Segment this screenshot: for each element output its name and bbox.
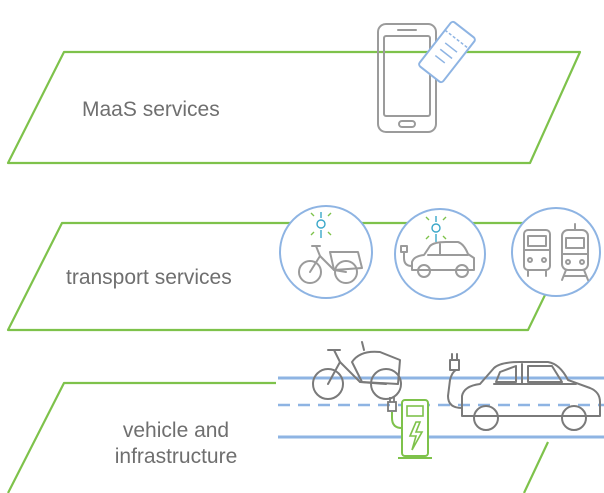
car-share-icon (394, 208, 486, 300)
bus-tram-icon (511, 207, 601, 297)
charging-station-icon (387, 397, 432, 459)
vehicle-infrastructure-label: vehicle and infrastructure (76, 418, 276, 470)
transport-services-label: transport services (66, 266, 232, 289)
smartphone-ticket-icon (377, 20, 476, 133)
cargo-bike-road-icon (312, 341, 402, 400)
road-lines (278, 376, 604, 439)
cargo-bike-share-icon (279, 205, 373, 299)
car-road-icon (447, 353, 601, 431)
maas-services-label: MaaS services (82, 98, 220, 121)
vehicle-layer-plane (7, 381, 549, 493)
vehicle-label-line2: infrastructure (114, 445, 238, 468)
maas-layer-plane (6, 50, 582, 165)
vehicle-label-line1: vehicle and (122, 419, 230, 442)
